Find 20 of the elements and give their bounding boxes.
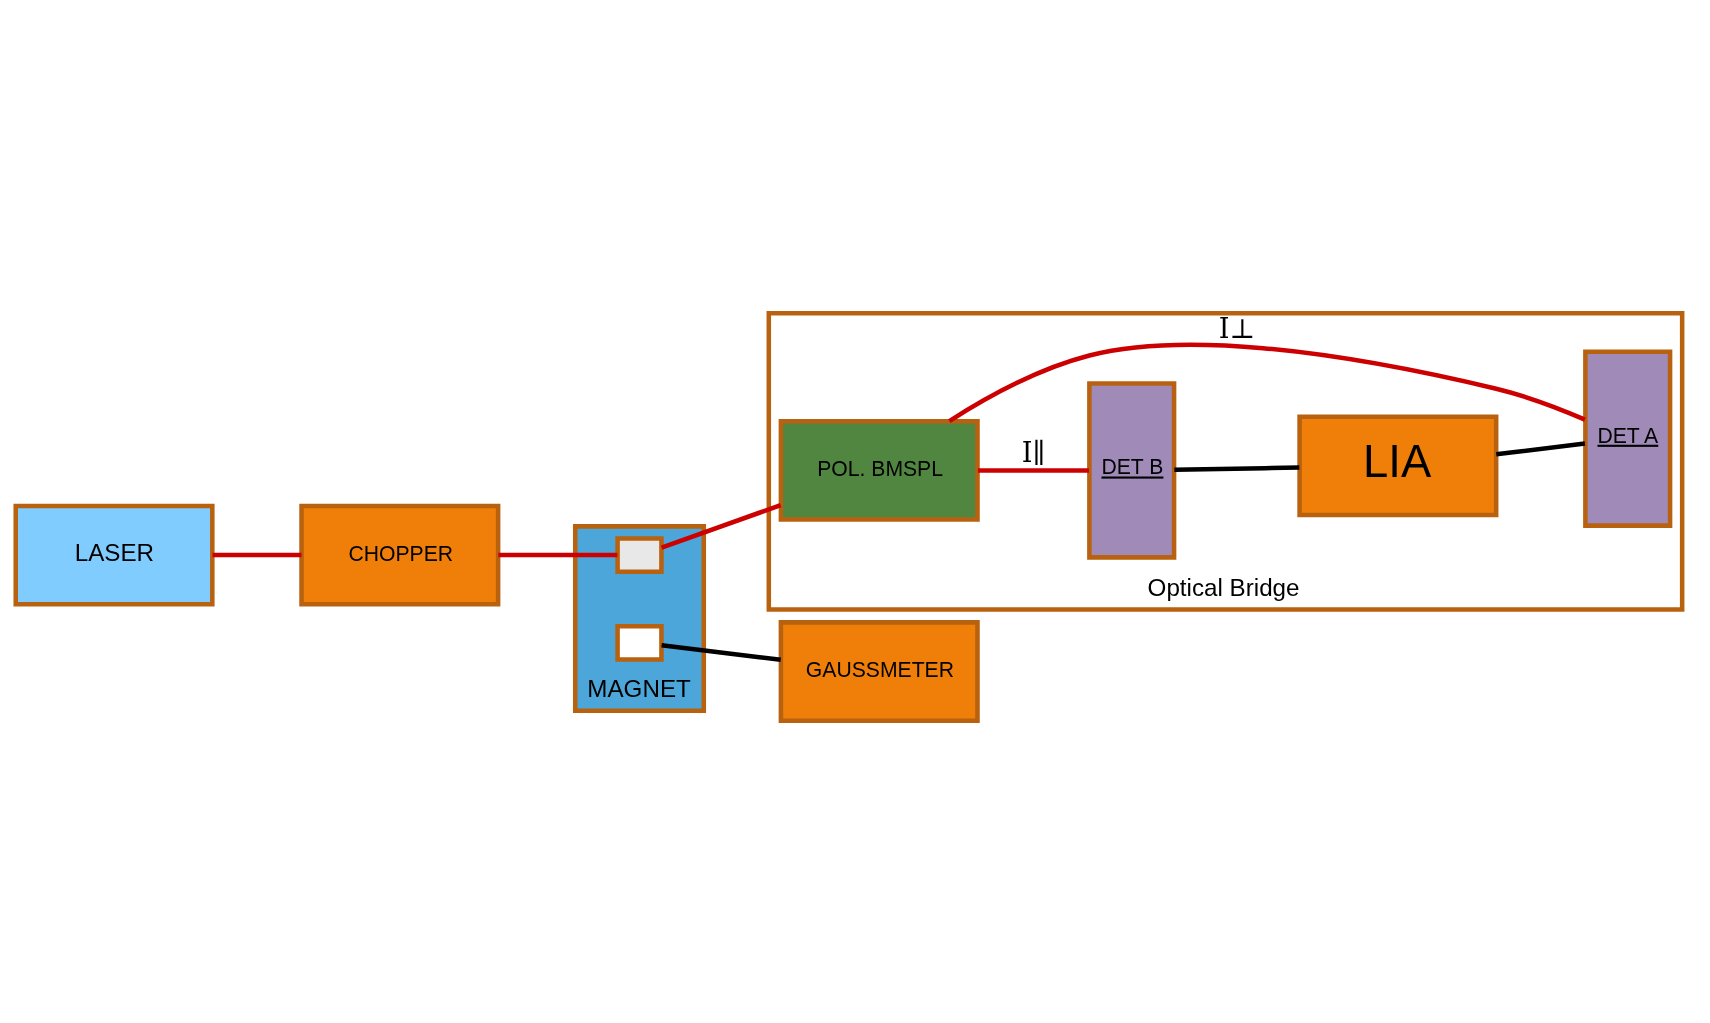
node-box: LASER xyxy=(13,503,215,606)
connector xyxy=(661,642,781,662)
cluster: MAGNET xyxy=(572,523,707,713)
node-box: LIA xyxy=(1297,413,1499,517)
edge-label: I∥ xyxy=(1021,436,1046,468)
node-box: POL. BMSPL xyxy=(778,418,980,522)
node-box xyxy=(615,535,664,574)
node-box xyxy=(615,623,664,662)
connector xyxy=(660,502,782,550)
connector xyxy=(977,467,1089,473)
connector xyxy=(1174,464,1300,472)
connector xyxy=(1496,440,1586,456)
node-box: DET A xyxy=(1583,348,1673,528)
connector xyxy=(212,552,302,557)
node-box: CHOPPER xyxy=(299,503,501,606)
connector xyxy=(948,342,1586,423)
connector xyxy=(498,552,618,557)
node-box: DET B xyxy=(1087,380,1177,560)
node-box: GAUSSMETER xyxy=(778,619,980,723)
edge-label: I⊥ xyxy=(1218,312,1255,344)
